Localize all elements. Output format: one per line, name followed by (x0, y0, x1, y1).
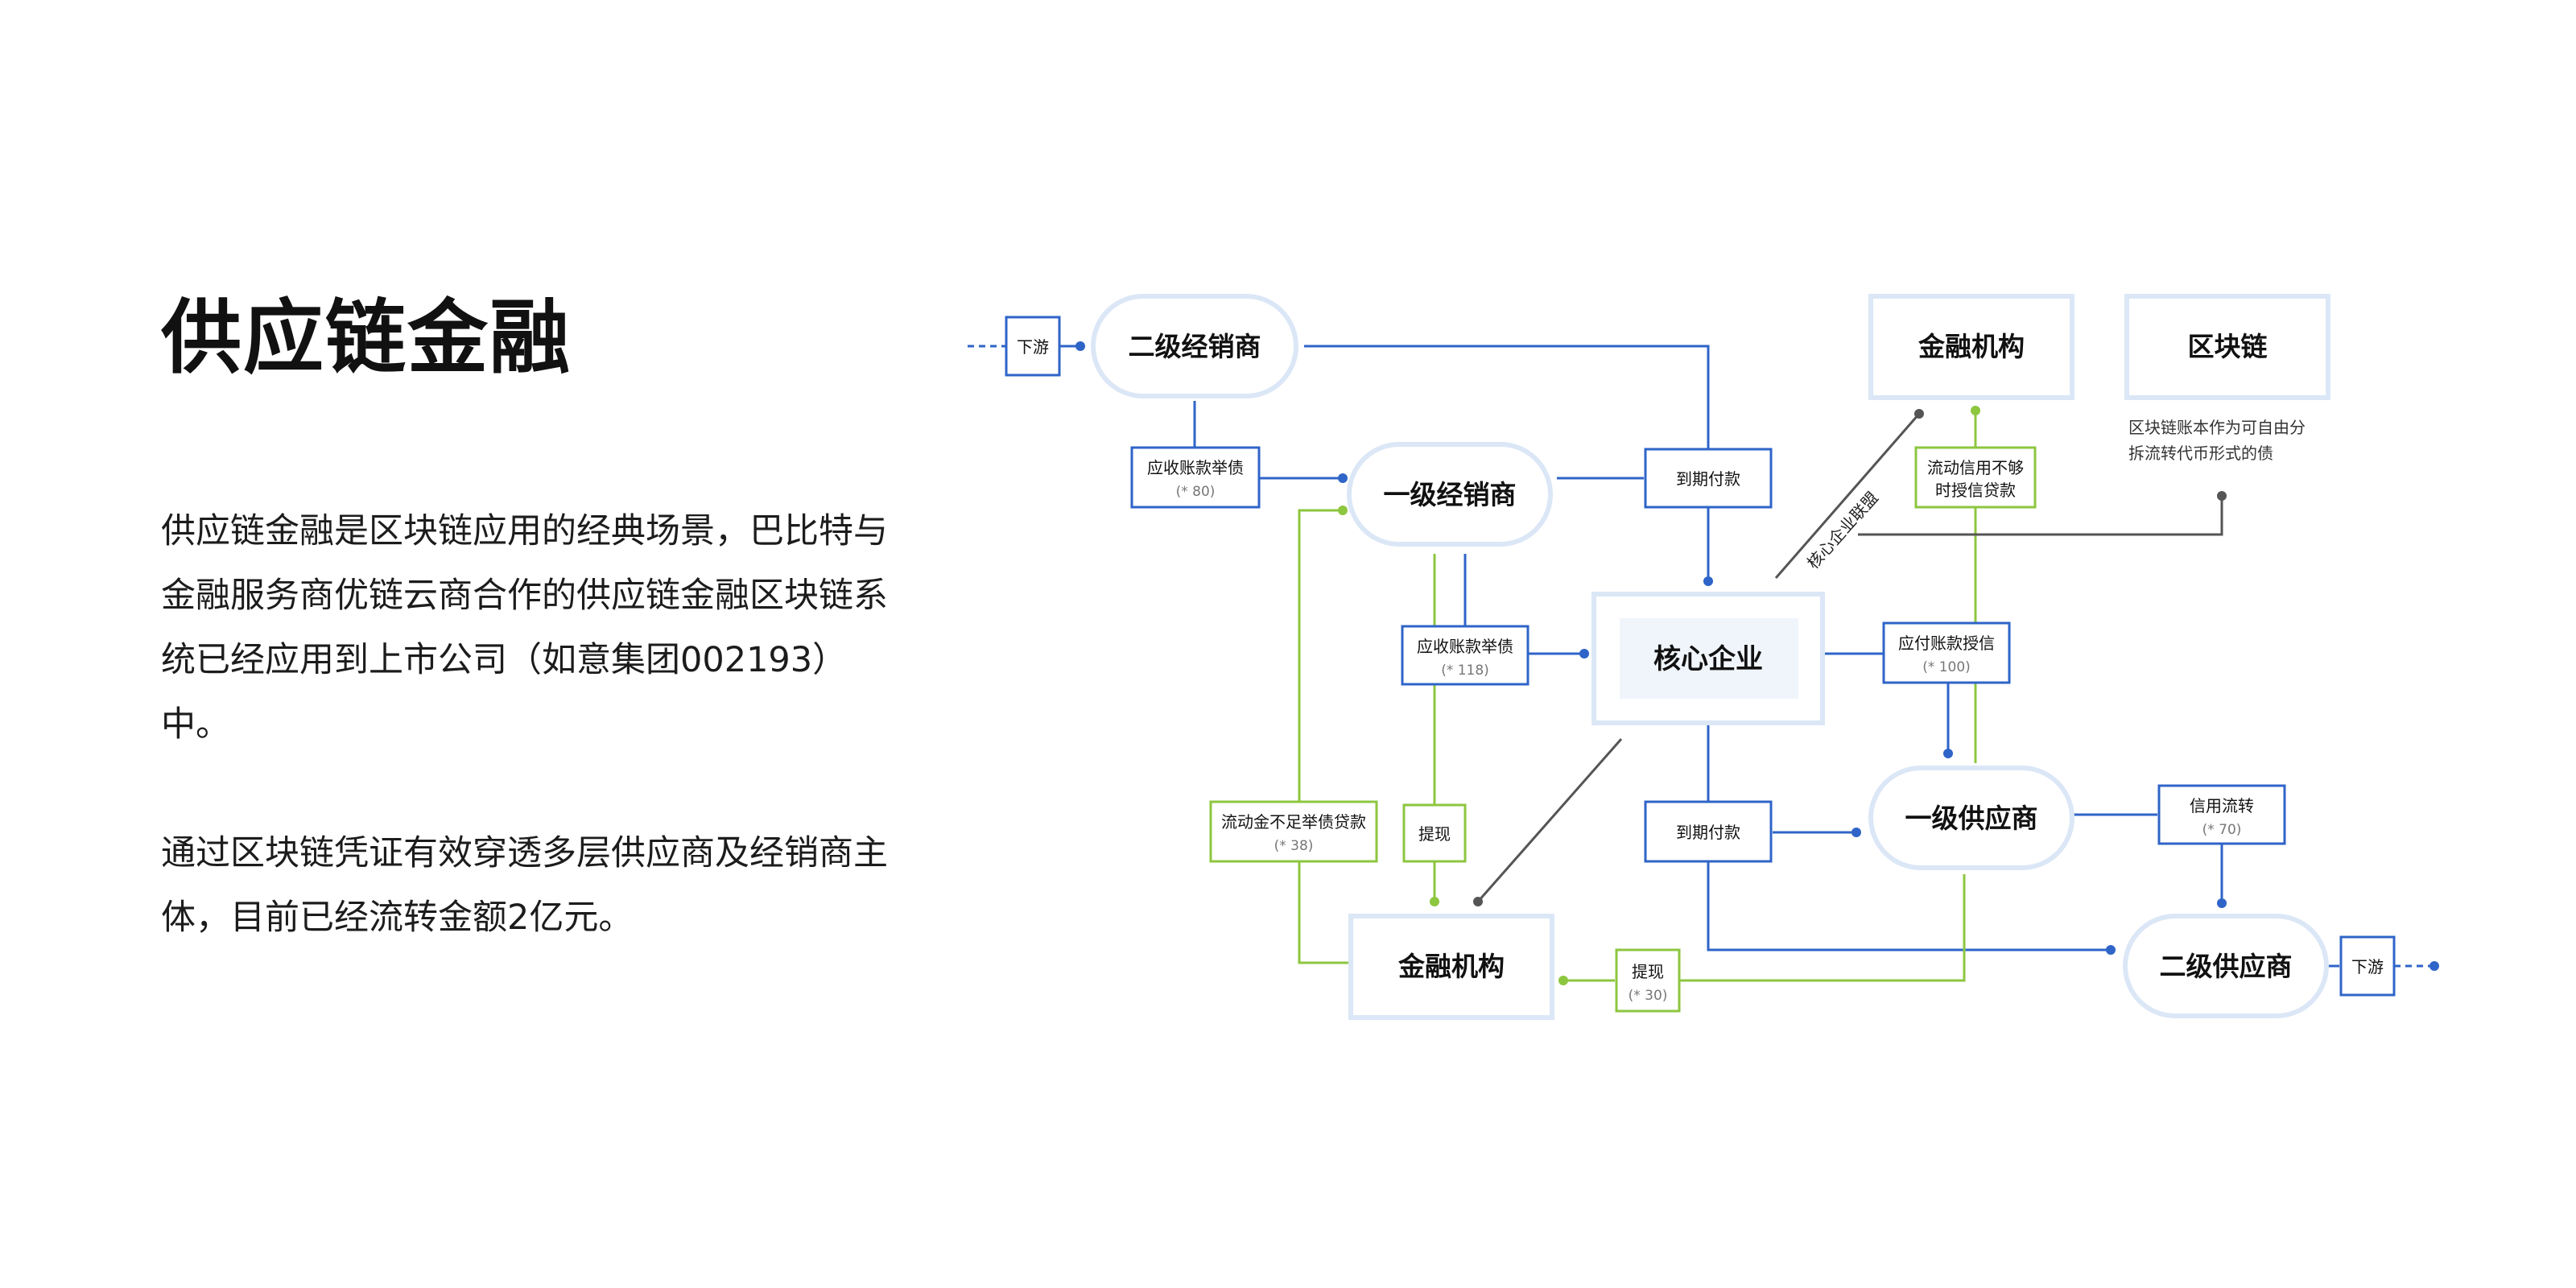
page-title: 供应链金融 (161, 291, 572, 385)
label-receivable-80-title: 应收账款举债 (1147, 458, 1244, 477)
node-financial-institution-top-label: 金融机构 (1918, 331, 2025, 362)
label-due-payment-bottom: 到期付款 (1644, 800, 1773, 863)
label-credit-transfer-title: 信用流转 (2190, 796, 2254, 815)
label-withdraw-left: 提现 (1402, 803, 1467, 863)
dot-fin-bottom-green-right (1558, 976, 1568, 985)
endpoint-dots (1075, 341, 2439, 985)
label-receivable-118-title: 应收账款举债 (1417, 637, 1513, 656)
label-credit-transfer: 信用流转 (* 70) (2157, 784, 2286, 845)
node-financial-institution-top: 金融机构 (1868, 294, 2074, 400)
node-core-enterprise: 核心企业 (1591, 592, 1825, 725)
label-liquidity-loan: 流动金不足举债贷款 (* 38) (1209, 800, 1378, 863)
intro-panel: 供应链金融 供应链金融是区块链应用的经典场景，巴比特与金融服务商优链云商合作的供… (161, 290, 902, 1014)
node-primary-distributor-label: 一级经销商 (1384, 479, 1517, 510)
line-due-bottom-to-ssup (1707, 861, 2109, 952)
node-financial-institution-bottom: 金融机构 (1348, 914, 1554, 1020)
node-blockchain: 区块链 (2124, 294, 2330, 400)
label-liquidity-credit-line2: 时授信贷款 (1935, 481, 2016, 500)
dot-fin-bottom-green-top (1430, 897, 1439, 906)
node-secondary-supplier: 二级供应商 (2123, 914, 2329, 1018)
node-primary-supplier: 一级供应商 (1868, 766, 2074, 870)
dot-fin-top-green (1971, 406, 1980, 415)
blockchain-note-line2: 拆流转代币形式的债 (2128, 444, 2273, 463)
line-sdist-to-due-top (1304, 345, 1710, 449)
label-withdraw-bottom: 提现 (* 30) (1615, 948, 1681, 1013)
description-paragraph-2: 通过区块链凭证有效穿透多层供应商及经销商主体，目前已经流转金额2亿元。 (161, 833, 888, 938)
node-blockchain-label: 区块链 (2188, 331, 2268, 362)
dot-pdist-recv80 (1338, 473, 1348, 483)
line-liquidity-loan-to-fin-bottom (1298, 861, 1349, 964)
label-liquidity-loan-title: 流动金不足举债贷款 (1221, 812, 1366, 832)
label-due-payment-top: 到期付款 (1644, 448, 1773, 509)
downstream-tag-right: 下游 (2339, 935, 2396, 997)
label-withdraw-bottom-amount: (* 30) (1629, 988, 1668, 1004)
dot-psup-top (1943, 749, 1953, 758)
node-primary-supplier-label: 一级供应商 (1905, 803, 2038, 834)
node-financial-institution-bottom-label: 金融机构 (1397, 951, 1505, 982)
label-receivable-80: 应收账款举债 (* 80) (1130, 446, 1261, 509)
downstream-tag-left-label: 下游 (1017, 337, 1049, 357)
label-withdraw-left-title: 提现 (1418, 824, 1451, 844)
line-liquidity-loan-to-pdist (1298, 509, 1341, 819)
connector-lines (968, 345, 2433, 982)
node-primary-distributor: 一级经销商 (1347, 442, 1553, 547)
label-due-payment-top-title: 到期付款 (1676, 469, 1740, 489)
line-core-to-fin-bottom (1476, 738, 1623, 902)
label-receivable-80-amount: (* 80) (1176, 484, 1216, 500)
downstream-tag-left: 下游 (1005, 316, 1061, 377)
dot-downstream-left (1075, 341, 1085, 351)
label-due-payment-bottom-title: 到期付款 (1676, 823, 1740, 842)
dot-psup-left (1852, 828, 1861, 837)
dot-blockchain-gray (2217, 491, 2227, 501)
dot-core-top (1703, 576, 1713, 586)
label-payable-credit: 应付账款授信 (* 100) (1882, 621, 2011, 684)
dot-core-left (1579, 649, 1589, 658)
dot-fin-top-gray (1914, 409, 1924, 419)
label-receivable-118: 应收账款举债 (* 118) (1401, 625, 1530, 686)
label-withdraw-bottom-title: 提现 (1632, 962, 1664, 981)
node-core-enterprise-label: 核心企业 (1653, 643, 1763, 675)
line-psup-to-withdraw-bottom (1679, 874, 1966, 982)
label-liquidity-credit: 流动信用不够 时授信贷款 (1914, 446, 2037, 509)
label-payable-credit-amount: (* 100) (1922, 659, 1971, 675)
description-paragraph-1: 供应链金融是区块链应用的经典场景，巴比特与金融服务商优链云商合作的供应链金融区块… (161, 511, 888, 745)
node-secondary-distributor-label: 二级经销商 (1129, 331, 1261, 362)
dot-ssup-left (2106, 945, 2116, 955)
node-secondary-distributor: 二级经销商 (1091, 294, 1298, 398)
label-credit-transfer-amount: (* 70) (2202, 822, 2242, 838)
line-blockchain-to-credit (1858, 496, 2223, 536)
dot-fin-bottom-gray (1473, 897, 1483, 906)
label-liquidity-loan-amount: (* 38) (1274, 838, 1314, 854)
line-core-to-fin-top-alliance (1774, 413, 1921, 579)
downstream-tag-right-label: 下游 (2351, 957, 2384, 976)
label-receivable-118-amount: (* 118) (1441, 663, 1489, 679)
dot-pdist-green (1338, 506, 1348, 515)
node-secondary-supplier-label: 二级供应商 (2160, 951, 2293, 982)
label-liquidity-credit-line1: 流动信用不够 (1927, 458, 2024, 477)
label-payable-credit-title: 应付账款授信 (1898, 634, 1995, 653)
dot-downstream-right (2429, 961, 2439, 971)
dot-ssup-top (2217, 898, 2227, 908)
blockchain-note-line1: 区块链账本作为可自由分 (2128, 418, 2306, 437)
